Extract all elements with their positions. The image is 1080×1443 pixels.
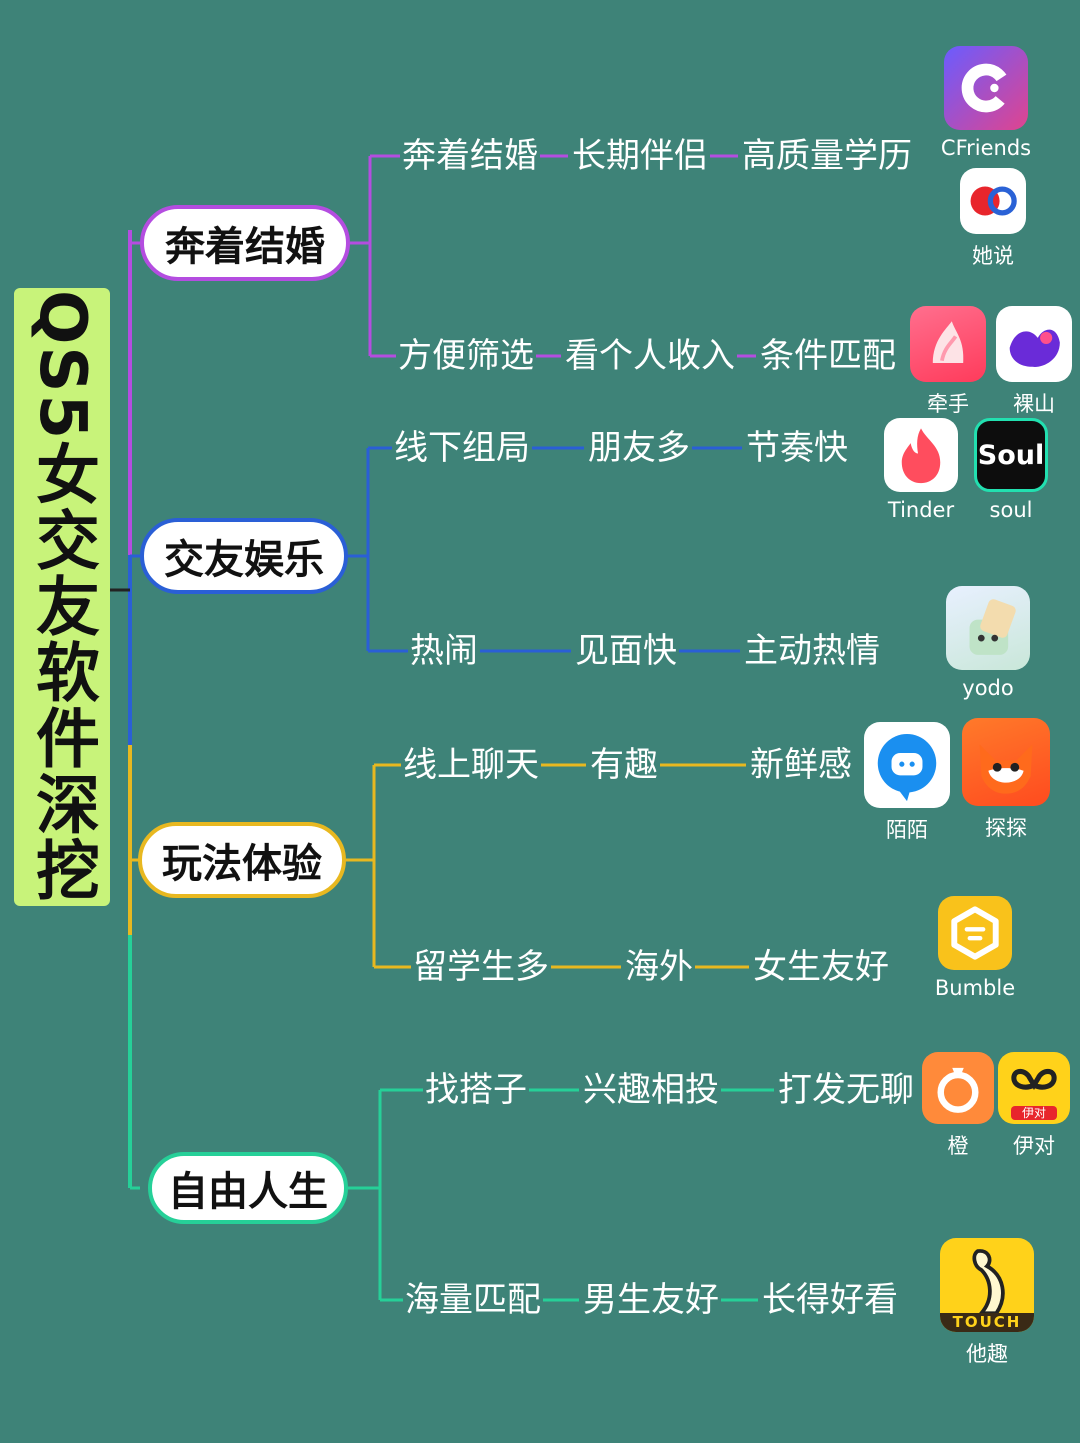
app-item[interactable]: Soul soul bbox=[964, 418, 1058, 522]
keyword-label: 主动热情 bbox=[744, 631, 880, 671]
keyword-label: 看个人收入 bbox=[565, 336, 735, 376]
app-item[interactable]: Tinder bbox=[874, 418, 968, 522]
tantan-icon[interactable] bbox=[962, 718, 1050, 806]
app-item[interactable]: CFriends bbox=[934, 46, 1038, 160]
app-label: 陌陌 bbox=[886, 818, 928, 842]
category-node: 自由人生 bbox=[148, 1152, 348, 1224]
cfriends-icon[interactable] bbox=[944, 46, 1028, 130]
luoshan-icon[interactable] bbox=[996, 306, 1072, 382]
keyword-label: 女生友好 bbox=[753, 947, 889, 987]
momo-icon[interactable] bbox=[864, 722, 950, 808]
app-label: 裸山 bbox=[1013, 392, 1055, 416]
keyword-label: 朋友多 bbox=[588, 428, 690, 468]
keyword-label: 男生友好 bbox=[583, 1280, 719, 1320]
app-label: yodo bbox=[962, 676, 1014, 700]
keyword-label: 奔着结婚 bbox=[402, 136, 538, 176]
app-item[interactable]: yodo bbox=[936, 586, 1040, 700]
keyword-label: 打发无聊 bbox=[778, 1070, 914, 1110]
app-label: 牵手 bbox=[927, 392, 969, 416]
app-label: CFriends bbox=[940, 136, 1032, 160]
app-item[interactable]: 探探 bbox=[952, 718, 1060, 842]
app-label: 探探 bbox=[985, 816, 1027, 840]
yidui-icon-text: 伊对 bbox=[1010, 1105, 1058, 1120]
yidui-icon[interactable]: 伊对 bbox=[998, 1052, 1070, 1124]
keyword-label: 线上聊天 bbox=[403, 745, 539, 785]
keyword-label: 新鲜感 bbox=[750, 745, 852, 785]
app-item[interactable]: TOUCH 他趣 bbox=[930, 1238, 1044, 1368]
tinder-icon[interactable] bbox=[884, 418, 958, 492]
soul-icon-text: Soul bbox=[977, 439, 1045, 471]
app-item[interactable]: 橙 bbox=[912, 1052, 1004, 1160]
app-label: soul bbox=[989, 498, 1033, 522]
tashuo-icon[interactable] bbox=[960, 168, 1026, 234]
app-label: 伊对 bbox=[1013, 1134, 1055, 1158]
app-label: Tinder bbox=[887, 498, 955, 522]
app-label: 他趣 bbox=[966, 1342, 1008, 1366]
soul-icon[interactable]: Soul bbox=[974, 418, 1048, 492]
bumble-icon[interactable] bbox=[938, 896, 1012, 970]
keyword-label: 热闹 bbox=[410, 631, 478, 671]
keyword-label: 长期伴侣 bbox=[572, 136, 708, 176]
app-item[interactable]: 她说 bbox=[950, 168, 1036, 270]
keyword-label: 海量匹配 bbox=[405, 1280, 541, 1320]
keyword-label: 节奏快 bbox=[746, 428, 848, 468]
app-label: 橙 bbox=[947, 1134, 969, 1158]
keyword-label: 长得好看 bbox=[762, 1280, 898, 1320]
qianshou-icon[interactable] bbox=[910, 306, 986, 382]
keyword-label: 海外 bbox=[625, 947, 693, 987]
app-item[interactable]: 裸山 bbox=[986, 306, 1080, 418]
app-item[interactable]: 陌陌 bbox=[854, 722, 960, 844]
keyword-label: 高质量学历 bbox=[742, 136, 912, 176]
app-label: 她说 bbox=[972, 244, 1014, 268]
taqu-icon[interactable]: TOUCH bbox=[940, 1238, 1034, 1332]
app-item[interactable]: 牵手 bbox=[900, 306, 996, 418]
keyword-label: 留学生多 bbox=[413, 947, 549, 987]
category-node: 交友娱乐 bbox=[140, 518, 348, 594]
app-item[interactable]: Bumble bbox=[928, 896, 1022, 1000]
main-title: QS5女交友软件深挖 bbox=[25, 290, 99, 904]
app-label: Bumble bbox=[934, 976, 1016, 1000]
keyword-label: 条件匹配 bbox=[760, 336, 896, 376]
keyword-label: 有趣 bbox=[590, 745, 658, 785]
taqu-icon-text: TOUCH bbox=[940, 1312, 1034, 1332]
cheng-icon[interactable] bbox=[922, 1052, 994, 1124]
keyword-label: 线下组局 bbox=[394, 428, 530, 468]
app-item[interactable]: 伊对伊对 bbox=[988, 1052, 1080, 1160]
keyword-label: 找搭子 bbox=[425, 1070, 527, 1110]
yodo-icon[interactable] bbox=[946, 586, 1030, 670]
title-panel: QS5女交友软件深挖 bbox=[14, 288, 110, 906]
keyword-label: 方便筛选 bbox=[398, 336, 534, 376]
keyword-label: 见面快 bbox=[575, 631, 677, 671]
keyword-label: 兴趣相投 bbox=[583, 1070, 719, 1110]
category-node: 玩法体验 bbox=[138, 822, 346, 898]
category-node: 奔着结婚 bbox=[140, 205, 350, 281]
